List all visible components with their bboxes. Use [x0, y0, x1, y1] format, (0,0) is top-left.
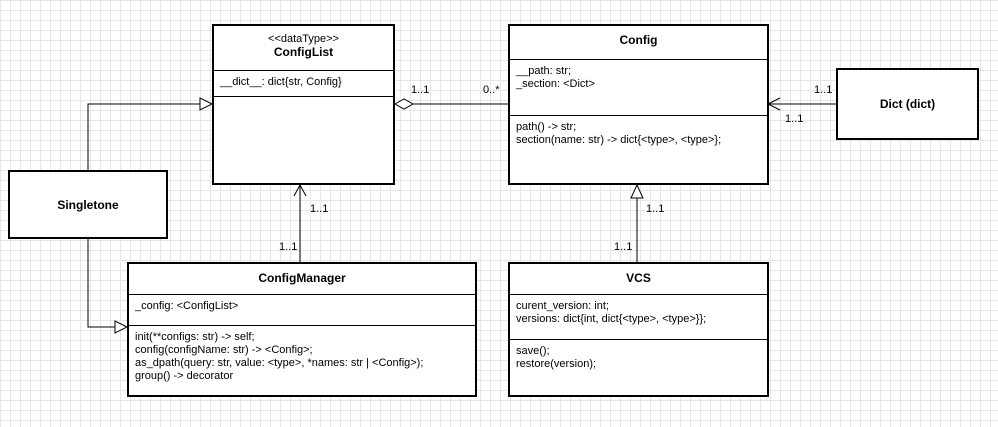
- singletone-name: Singletone: [57, 197, 119, 212]
- configmanager-header: ConfigManager: [129, 264, 475, 294]
- attribute: _section: <Dict>: [516, 78, 595, 90]
- vcs-name: VCS: [626, 271, 651, 285]
- association-arrowhead: [293, 183, 307, 197]
- generalization-arrowhead: [630, 183, 644, 199]
- singletone-to-configlist-generalization: [87, 103, 200, 170]
- attribute: curent_version: int;: [516, 300, 609, 312]
- vcs-header: VCS: [510, 264, 767, 294]
- multiplicity-label: 1..1: [814, 84, 833, 96]
- config-attributes: __path: str; _section: <Dict>: [510, 59, 767, 115]
- attribute: __dict__: dict{str, Config}: [220, 76, 342, 88]
- generalization-arrowhead: [199, 97, 214, 111]
- configmanager-attributes: _config: <ConfigList>: [129, 294, 475, 325]
- configlist-attributes: __dict__: dict{str, Config}: [214, 70, 393, 96]
- configlist-name: ConfigList: [273, 45, 334, 59]
- class-configlist[interactable]: <<dataType>> ConfigList __dict__: dict{s…: [212, 24, 395, 185]
- config-header: Config: [510, 26, 767, 59]
- aggregation-diamond: [393, 98, 415, 110]
- method: save();: [516, 345, 550, 357]
- configmanager-name: ConfigManager: [258, 271, 346, 285]
- class-config[interactable]: Config __path: str; _section: <Dict> pat…: [508, 24, 769, 185]
- multiplicity-label: 1..1: [279, 241, 298, 253]
- vcs-attributes: curent_version: int; versions: dict{int,…: [510, 294, 767, 339]
- vcs-methods: save(); restore(version);: [510, 339, 767, 395]
- dict-name: Dict (dict): [879, 97, 936, 111]
- method: restore(version);: [516, 358, 597, 370]
- configmanager-methods: init(**configs: str) -> self; config(con…: [129, 325, 475, 395]
- configlist-header: <<dataType>> ConfigList: [214, 26, 393, 70]
- method: init(**configs: str) -> self;: [135, 331, 255, 343]
- attribute: _config: <ConfigList>: [135, 300, 239, 312]
- config-methods: path() -> str; section(name: str) -> dic…: [510, 115, 767, 183]
- method: as_dpath(query: str, value: <type>, *nam…: [135, 357, 424, 369]
- config-name: Config: [619, 33, 658, 47]
- multiplicity-label: 0..*: [483, 84, 500, 96]
- class-configmanager[interactable]: ConfigManager _config: <ConfigList> init…: [127, 262, 477, 397]
- attribute: __path: str;: [516, 65, 572, 77]
- method: path() -> str;: [516, 121, 577, 133]
- method: group() -> decorator: [135, 370, 234, 382]
- multiplicity-label: 1..1: [411, 84, 430, 96]
- class-singletone[interactable]: Singletone: [8, 170, 168, 239]
- singletone-to-configmanager-generalization: [87, 239, 115, 328]
- multiplicity-label: 1..1: [614, 241, 633, 253]
- multiplicity-label: 1..1: [310, 203, 329, 215]
- method: config(configName: str) -> <Config>;: [135, 344, 313, 356]
- multiplicity-label: 1..1: [785, 113, 804, 125]
- multiplicity-label: 1..1: [646, 203, 665, 215]
- class-dict[interactable]: Dict (dict): [836, 68, 979, 140]
- attribute: versions: dict{int, dict{<type>, <type>}…: [516, 313, 707, 325]
- class-vcs[interactable]: VCS curent_version: int; versions: dict{…: [508, 262, 769, 397]
- generalization-arrowhead: [114, 320, 129, 334]
- configlist-stereotype: <<dataType>>: [268, 33, 339, 45]
- method: section(name: str) -> dict{<type>, <type…: [516, 134, 722, 146]
- configlist-methods: [214, 96, 393, 183]
